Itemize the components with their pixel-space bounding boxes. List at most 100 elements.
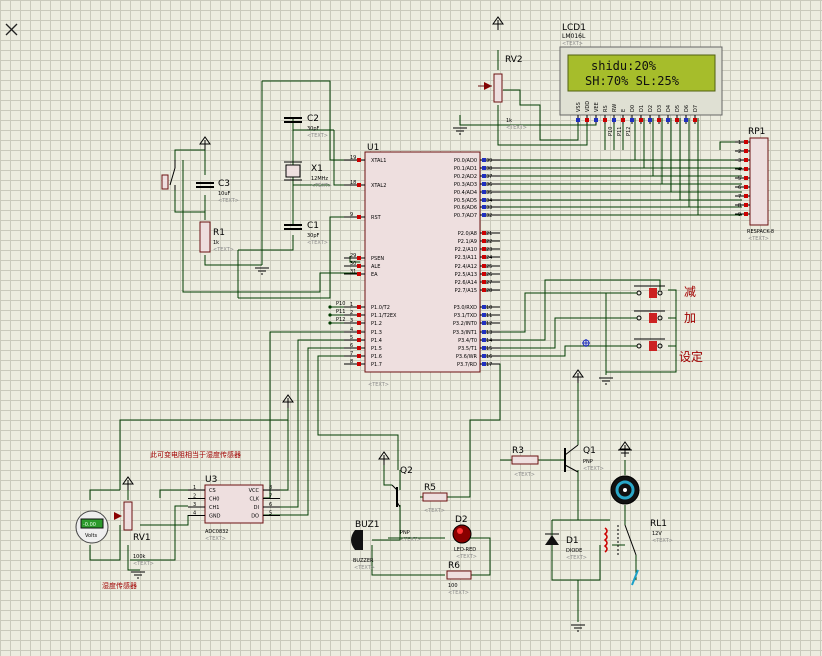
mcu-pin-num: 18 bbox=[350, 180, 356, 186]
led-d2[interactable]: D2 LED-RED <TEXT> bbox=[452, 515, 477, 560]
mcu-pin-name: XTAL2 bbox=[371, 183, 386, 189]
adc-pin-name: DO bbox=[251, 514, 259, 520]
crystal-x1[interactable]: X1 12MHz <TEXT> bbox=[284, 161, 332, 189]
mcu-pin-name: P1.3 bbox=[371, 330, 382, 336]
mcu-pin-num: 39 bbox=[486, 158, 492, 164]
meter-reading: -0.00 bbox=[83, 522, 96, 528]
button-plus[interactable]: 加 bbox=[606, 310, 696, 325]
mcu-pin-name: P3.2/INT0 bbox=[453, 321, 477, 327]
mcu-pin-name: P2.6/A14 bbox=[455, 280, 477, 286]
pin-marker bbox=[666, 118, 670, 122]
adc-pin-num: 5 bbox=[269, 511, 272, 517]
pin-marker bbox=[357, 215, 361, 219]
button-set-label: 设定 bbox=[679, 349, 703, 364]
mcu-pin-num: 15 bbox=[486, 346, 492, 352]
pot-rv2[interactable]: RV2 1k <TEXT> bbox=[478, 55, 527, 131]
transistor-q1[interactable]: Q1 PNP <TEXT> bbox=[564, 444, 604, 473]
pin-marker bbox=[482, 321, 486, 325]
buzzer-buz1[interactable]: BUZ1 BUZZER <TEXT> bbox=[351, 520, 380, 571]
power-arrow-icon bbox=[122, 476, 134, 485]
lcd-lcd1[interactable]: shidu:20% SH:70% SL:25% LCD1 LM016L <TEX… bbox=[559, 23, 723, 124]
resistor-r1[interactable]: R1 1k <TEXT> bbox=[199, 221, 234, 253]
button-minus-label: 减 bbox=[684, 285, 696, 299]
pin-marker bbox=[594, 118, 598, 122]
q1-value: PNP bbox=[583, 459, 593, 465]
mcu-pin-num: 26 bbox=[486, 272, 492, 278]
x1-value: 12MHz bbox=[311, 176, 328, 182]
power-arrow-icon bbox=[378, 451, 390, 460]
adc-model: ADC0832 bbox=[205, 529, 229, 535]
lcd-pin-label: D0 bbox=[630, 105, 636, 112]
r1-value: 1k bbox=[213, 240, 219, 246]
pot-rv1[interactable]: RV1 100k <TEXT> bbox=[114, 501, 154, 567]
transistor-q2[interactable]: Q2 PNP <TEXT> bbox=[391, 466, 421, 543]
mcu-pin-num: 5 bbox=[350, 335, 353, 341]
power-arrow-icon bbox=[199, 136, 211, 145]
pin-marker bbox=[357, 362, 361, 366]
mcu-pin-name: P3.3/INT1 bbox=[453, 330, 477, 336]
pin-marker bbox=[482, 280, 486, 284]
button-set[interactable]: 设定 bbox=[606, 338, 703, 364]
mcu-pin-name: P1.2 bbox=[371, 321, 382, 327]
reset-switch[interactable] bbox=[161, 160, 176, 190]
pin-marker bbox=[603, 118, 607, 122]
pin-marker bbox=[357, 321, 361, 325]
capacitor-c2[interactable]: C2 30pF <TEXT> bbox=[284, 114, 328, 139]
mcu-pin-name: P0.5/AD5 bbox=[454, 198, 477, 204]
mcu-pin-num: 35 bbox=[486, 190, 492, 196]
c1-ref: C1 bbox=[307, 221, 319, 231]
diode-d1[interactable]: D1 DIODE <TEXT> bbox=[545, 520, 587, 561]
mcu-pin-num: 30 bbox=[350, 261, 356, 267]
pin-marker bbox=[657, 118, 661, 122]
resistor-r5[interactable]: R5 <TEXT> bbox=[422, 483, 448, 514]
mcu-pin-num: 13 bbox=[486, 330, 492, 336]
pin-marker bbox=[482, 182, 486, 186]
mcu-pin-num: 29 bbox=[350, 253, 356, 259]
mcu-pin-num: 9 bbox=[350, 212, 353, 218]
power-arrow-icon bbox=[619, 441, 631, 450]
close-icon[interactable] bbox=[2, 20, 22, 40]
adc-pin-num: 4 bbox=[193, 511, 196, 517]
resistor-r6[interactable]: R6 100 <TEXT> bbox=[446, 561, 472, 596]
button-minus[interactable]: 减 bbox=[606, 285, 696, 299]
mcu-pin-name: P0.0/AD0 bbox=[454, 158, 477, 164]
pin-marker bbox=[630, 118, 634, 122]
power-symbols bbox=[122, 16, 632, 632]
pin-marker bbox=[612, 118, 616, 122]
rl1-text: <TEXT> bbox=[652, 538, 673, 544]
mcu-pin-name: RST bbox=[371, 215, 382, 221]
power-arrow-icon bbox=[282, 394, 294, 403]
p2-label-1: P11 bbox=[617, 127, 623, 136]
pin-marker bbox=[357, 158, 361, 162]
pin-marker bbox=[684, 118, 688, 122]
x1-ref: X1 bbox=[311, 164, 323, 174]
r3-text: <TEXT> bbox=[514, 472, 535, 478]
c2-text: <TEXT> bbox=[307, 133, 328, 139]
pin-marker bbox=[482, 264, 486, 268]
capacitor-c1[interactable]: C1 30pF <TEXT> bbox=[284, 221, 328, 246]
buz-ref: BUZ1 bbox=[355, 520, 380, 530]
relay-rl1[interactable]: RL1 12V <TEXT> bbox=[603, 519, 673, 586]
mcu-pin-name: P3.0/RXD bbox=[454, 305, 478, 311]
adc-text: <TEXT> bbox=[205, 536, 226, 542]
fan-motor[interactable] bbox=[610, 475, 640, 505]
mcu-pin-num: 17 bbox=[486, 362, 492, 368]
pin-marker bbox=[744, 167, 748, 171]
pin-marker bbox=[357, 313, 361, 317]
mcu-pin-num: 34 bbox=[486, 198, 492, 204]
voltmeter[interactable]: -0.00 Volts bbox=[75, 510, 109, 544]
mcu-pin-name: P1.0/T2 bbox=[371, 305, 390, 311]
pin-marker bbox=[482, 239, 486, 243]
capacitor-c3[interactable]: C3 10uF <TEXT> bbox=[196, 179, 239, 204]
pin-marker bbox=[357, 354, 361, 358]
lcd-pin-label: D7 bbox=[693, 105, 699, 112]
pin-marker bbox=[648, 118, 652, 122]
resistor-r3[interactable]: R3 <TEXT> bbox=[511, 446, 539, 478]
pin-marker bbox=[357, 264, 361, 268]
